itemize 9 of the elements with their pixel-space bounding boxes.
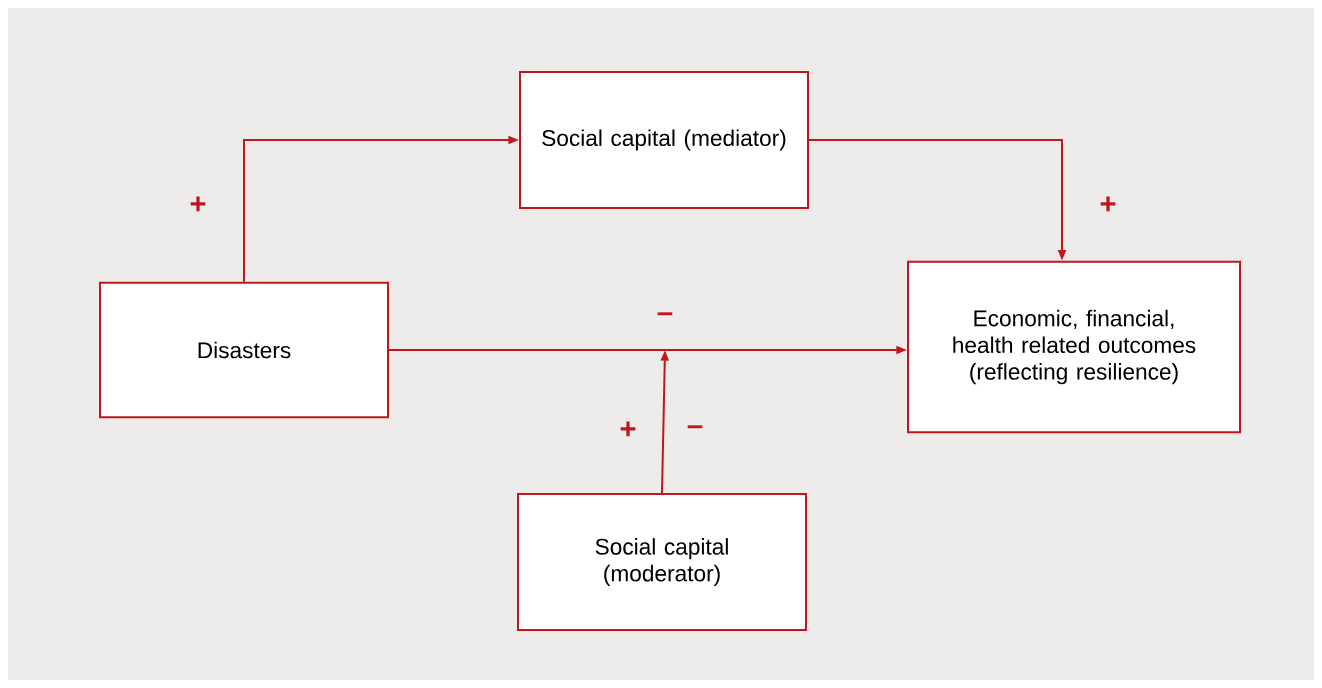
sign-label: – [687,425,703,429]
process-box: Social capital (moderator) [517,493,807,631]
process-box: Disasters [99,281,389,419]
process-box: Economic, financial, health related outcomes (reflecting resilience) [907,260,1241,434]
edge-label: + [190,196,206,212]
edge-label: + [1100,196,1116,212]
edge-label: – [657,312,673,316]
process-box: Social capital (mediator) [519,71,809,209]
sign-label: + [620,421,636,437]
